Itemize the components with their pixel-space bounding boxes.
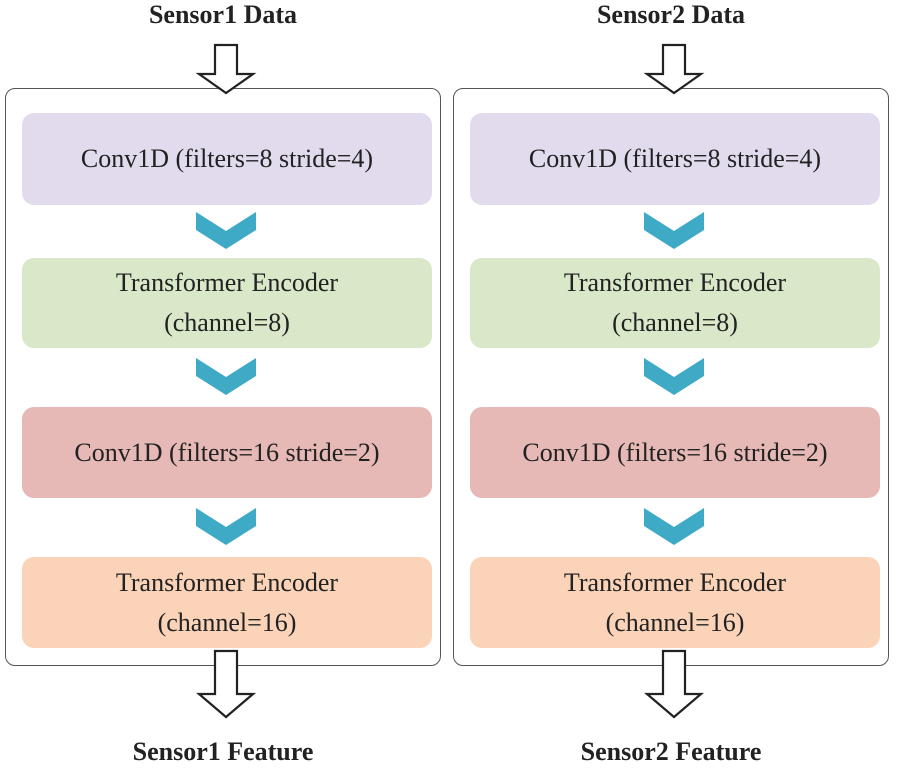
sensor1-input-arrow-icon <box>195 43 257 95</box>
block-sublabel: (channel=16) <box>605 607 745 637</box>
sensor1-branch: Sensor1 Data Conv1D (filters=8 stride=4)… <box>0 0 446 768</box>
sensor2-flow-chevron-icon <box>644 212 704 249</box>
sensor1-flow-chevron-icon <box>196 212 256 249</box>
sensor1-input-title: Sensor1 Data <box>148 0 298 29</box>
sensor2-flow-chevron-icon <box>644 508 704 545</box>
sensor2-flow-chevron-icon <box>644 358 704 395</box>
sensor2-transformer-encoder-2: Transformer Encoder (channel=16) <box>470 557 880 648</box>
sensor1-transformer-encoder-2: Transformer Encoder (channel=16) <box>22 557 432 648</box>
sensor1-flow-chevron-icon <box>196 358 256 395</box>
sensor1-transformer-encoder-1: Transformer Encoder (channel=8) <box>22 258 432 348</box>
sensor1-output-title: Sensor1 Feature <box>132 737 314 766</box>
sensor2-branch: Sensor2 Data Conv1D (filters=8 stride=4)… <box>448 0 894 768</box>
block-label: Transformer Encoder <box>563 268 787 297</box>
block-label: Conv1D (filters=16 stride=2) <box>74 437 380 467</box>
sensor1-conv1d-block-2: Conv1D (filters=16 stride=2) <box>22 407 432 498</box>
block-label: Transformer Encoder <box>115 268 339 297</box>
sensor2-transformer-encoder-1: Transformer Encoder (channel=8) <box>470 258 880 348</box>
block-sublabel: (channel=8) <box>612 308 738 337</box>
sensor1-conv1d-block-1: Conv1D (filters=8 stride=4) <box>22 113 432 205</box>
sensor2-conv1d-block-2: Conv1D (filters=16 stride=2) <box>470 407 880 498</box>
block-sublabel: (channel=16) <box>157 607 297 637</box>
block-label: Transformer Encoder <box>115 567 339 597</box>
block-label: Conv1D (filters=8 stride=4) <box>528 144 822 173</box>
sensor1-output-arrow-icon <box>196 649 256 719</box>
block-sublabel: (channel=8) <box>164 308 290 337</box>
sensor1-flow-chevron-icon <box>196 508 256 545</box>
sensor2-input-arrow-icon <box>643 43 705 95</box>
block-label: Conv1D (filters=16 stride=2) <box>522 437 828 467</box>
sensor2-output-arrow-icon <box>644 649 704 719</box>
block-label: Conv1D (filters=8 stride=4) <box>80 144 374 173</box>
sensor2-output-title: Sensor2 Feature <box>580 737 762 766</box>
sensor2-input-title: Sensor2 Data <box>596 0 746 29</box>
sensor2-conv1d-block-1: Conv1D (filters=8 stride=4) <box>470 113 880 205</box>
block-label: Transformer Encoder <box>563 567 787 597</box>
